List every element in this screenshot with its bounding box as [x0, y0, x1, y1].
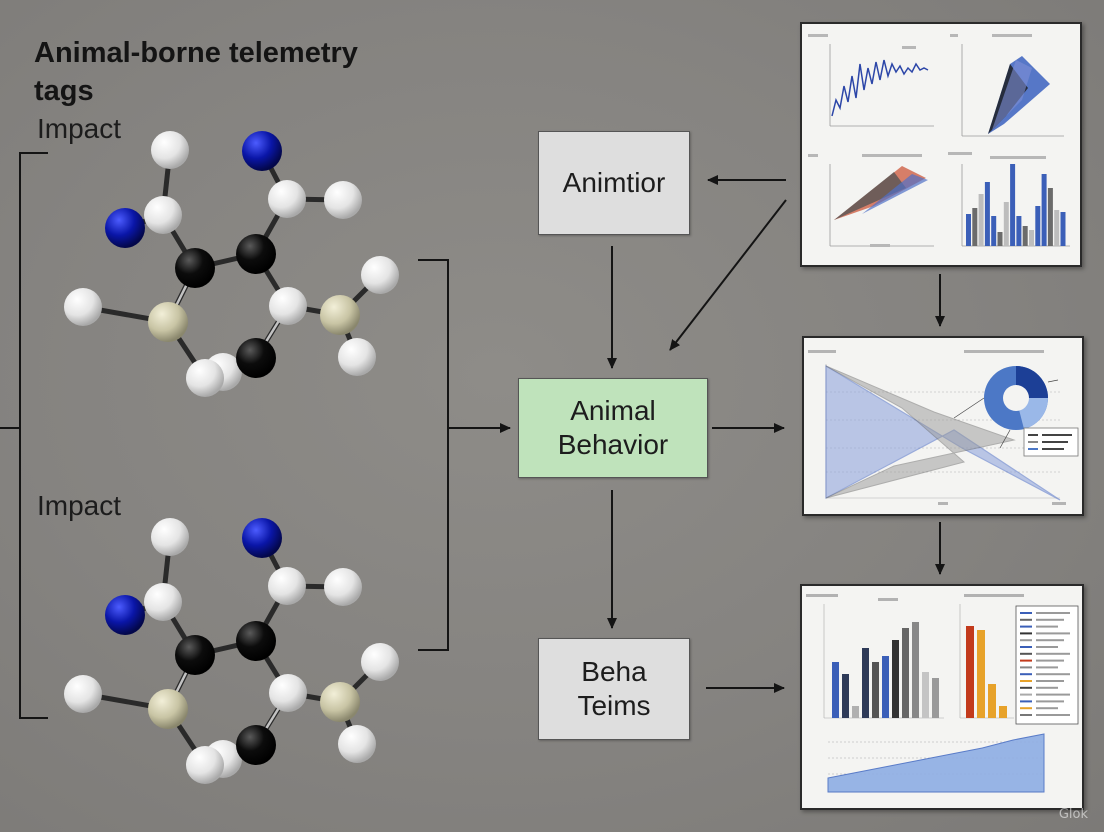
panel3-area-series	[827, 733, 1045, 793]
impact-label-bottom: Impact	[37, 490, 122, 521]
panel1-bar	[972, 208, 978, 246]
panel3-legend-text	[1036, 666, 1058, 669]
panel3-legend-swatch	[1020, 639, 1032, 642]
panel3-bar-group-left	[832, 622, 939, 718]
panel3-bar-left	[832, 662, 839, 718]
molecule-top	[64, 131, 399, 397]
panel3-legend-swatch	[1020, 714, 1032, 716]
panel3-bar-right	[988, 684, 996, 718]
panel3-bar-right	[977, 630, 985, 718]
panel1-bar	[1016, 216, 1022, 246]
panel3-bar-left	[932, 678, 939, 718]
panel1-bar	[1022, 226, 1028, 246]
panel3-legend-swatch	[1020, 612, 1032, 614]
panel3-bar-left	[872, 662, 879, 718]
panel1-bar	[1029, 230, 1034, 246]
panel1-bar	[997, 232, 1003, 246]
panel1-bar	[1060, 212, 1066, 246]
box-animal-behavior[interactable]: Animal Behavior	[518, 378, 708, 478]
arrow-panel1-to-behavior	[669, 199, 787, 351]
panel3-legend-text	[1036, 652, 1070, 655]
panel3-bar-left	[862, 648, 869, 718]
panel3-legend-swatch	[1020, 666, 1032, 669]
chart-panel-3-graphics	[806, 594, 1079, 793]
panel1-bar	[1035, 206, 1041, 246]
panel3-bar-left	[902, 628, 909, 718]
panel3-legend-text	[1036, 625, 1058, 628]
chart-panel-1	[800, 22, 1082, 267]
panel1-bar	[991, 216, 997, 246]
panel3-bar-left	[852, 706, 859, 718]
panel3-legend-text	[1036, 693, 1070, 696]
box-beha-teims[interactable]: Beha Teims	[538, 638, 690, 740]
panel1-bar	[966, 214, 971, 246]
panel3-legend-swatch	[1020, 646, 1032, 648]
panel3-legend-swatch	[1020, 693, 1032, 696]
chart-panel-2	[802, 336, 1084, 516]
panel1-bar	[1010, 164, 1016, 246]
panel3-legend-swatch	[1020, 686, 1032, 689]
right-bracket	[418, 259, 449, 651]
chart-panel-2-graphics	[808, 350, 1079, 505]
panel3-bar-left	[922, 672, 929, 718]
box-animal-behavior-line1: Animal	[570, 395, 656, 426]
panel3-legend-swatch	[1020, 618, 1032, 621]
panel3-legend-text	[1036, 618, 1064, 621]
watermark: Glok	[1058, 807, 1088, 822]
panel1-bar-group	[966, 164, 1066, 246]
box-beha-teims-line2: Teims	[577, 690, 651, 721]
box-animal-behavior-line2: Behavior	[557, 429, 669, 460]
box-beha-teims-line1: Beha	[581, 656, 647, 687]
panel3-legend-swatch	[1020, 707, 1032, 710]
panel3-legend-swatch	[1020, 700, 1032, 703]
panel3-bar-group-right	[966, 626, 1007, 718]
molecule-bottom	[64, 518, 399, 784]
diagram-title: Animal-borne telemetry tags	[34, 37, 358, 107]
panel3-bar-left	[842, 674, 849, 718]
panel3-bar-left	[912, 622, 919, 718]
panel3-bar-left	[882, 656, 889, 718]
panel3-legend-text	[1036, 714, 1070, 716]
box-animtior[interactable]: Animtior	[538, 131, 690, 235]
panel1-bar	[1041, 174, 1047, 246]
panel3-bar-right	[999, 706, 1007, 718]
panel3-bar-left	[892, 640, 899, 718]
panel1-bar	[1054, 210, 1060, 246]
panel3-bar-right	[966, 626, 974, 718]
panel1-line-series	[831, 59, 929, 117]
panel1-bar	[984, 182, 990, 246]
panel3-legend-swatch	[1020, 659, 1032, 662]
panel3-legend-text	[1036, 632, 1070, 635]
panel3-legend-swatch	[1020, 625, 1032, 628]
chart-panel-3	[800, 584, 1084, 810]
panel3-legend-text	[1036, 680, 1064, 682]
panel1-bar	[1003, 202, 1009, 246]
panel3-legend-text	[1036, 707, 1058, 710]
panel3-legend-text	[1036, 673, 1070, 676]
box-animtior-label: Animtior	[562, 167, 666, 198]
panel3-legend-swatch	[1020, 680, 1032, 682]
panel3-legend	[1020, 612, 1070, 716]
panel3-legend-swatch	[1020, 652, 1032, 655]
panel3-legend-swatch	[1020, 632, 1032, 635]
panel3-legend-text	[1036, 612, 1070, 614]
panel3-legend-swatch	[1020, 673, 1032, 676]
chart-panel-1-graphics	[808, 34, 1070, 247]
panel3-legend-text	[1036, 639, 1064, 642]
panel1-bar	[978, 194, 984, 246]
panel3-legend-text	[1036, 659, 1064, 662]
panel1-bar	[1047, 188, 1053, 246]
impact-label-top: Impact	[37, 113, 122, 144]
left-bracket	[19, 152, 48, 719]
panel3-legend-text	[1036, 646, 1058, 648]
panel3-legend-text	[1036, 686, 1058, 689]
panel3-legend-text	[1036, 700, 1064, 703]
